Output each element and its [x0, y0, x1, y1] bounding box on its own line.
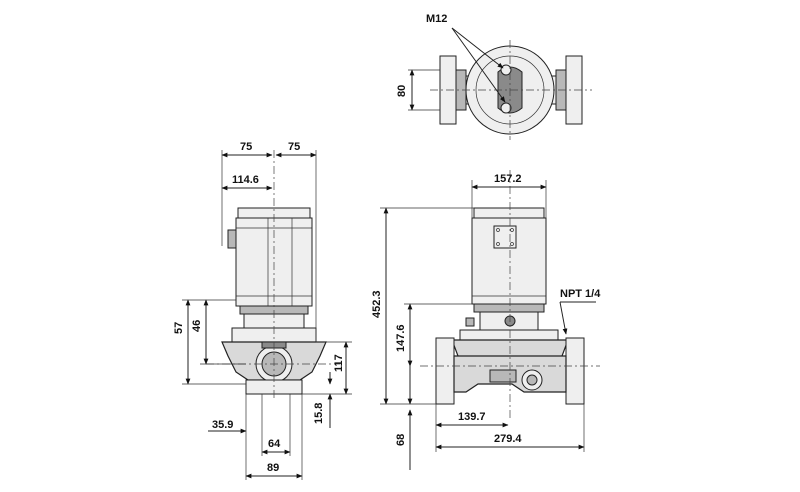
side-view: 75 75 114.6 57 46 117 15.8 35.9 64: [173, 141, 352, 480]
top-height-dim: 80: [396, 85, 408, 97]
front-view: 157.2 452.3 147.6 68 139.7 279.4 NPT 1/4: [371, 170, 601, 470]
side-base-offset: 15.8: [313, 403, 325, 424]
side-motor-offset: 114.6: [232, 174, 259, 186]
side-port-outer: 89: [267, 462, 279, 474]
front-motor-width: 157.2: [494, 173, 522, 185]
connection-label: NPT 1/4: [560, 288, 601, 300]
side-left-width: 75: [240, 141, 252, 153]
front-right-flange: [565, 337, 585, 405]
side-port-height: 117: [333, 354, 345, 372]
side-port-inner: 64: [268, 438, 281, 450]
front-left-flange: [435, 337, 455, 405]
side-foot-offset: 35.9: [212, 419, 233, 431]
front-half-length: 139.7: [458, 411, 486, 423]
top-view: M12 80: [396, 13, 592, 140]
front-axis-height: 147.6: [395, 324, 407, 352]
front-total-length: 279.4: [494, 433, 522, 445]
side-upper-height: 57: [173, 322, 185, 334]
front-foot-height: 68: [395, 434, 407, 446]
thread-label: M12: [426, 13, 447, 25]
side-lower-height: 46: [191, 320, 203, 332]
terminal-box: [493, 225, 517, 249]
front-total-height: 452.3: [371, 290, 383, 318]
side-right-width: 75: [288, 141, 300, 153]
